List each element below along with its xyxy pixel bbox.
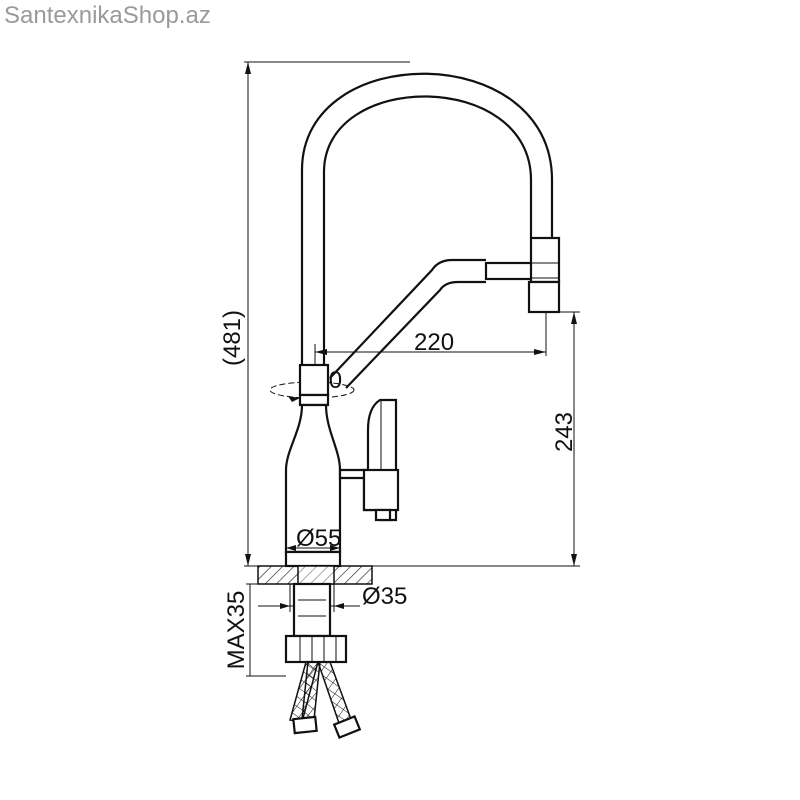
faucet-spout — [300, 72, 561, 389]
base-diameter-dimension: Ø55 — [284, 525, 341, 568]
hole-diameter-label: Ø35 — [362, 583, 407, 610]
countertop-section — [257, 565, 373, 585]
braided-hoses — [289, 660, 362, 740]
faucet-body — [284, 363, 400, 554]
base-diameter-label: Ø55 — [296, 525, 341, 552]
mounting-nut — [284, 582, 348, 664]
reach-dimension: 220 — [314, 312, 547, 372]
reach-label: 220 — [414, 329, 454, 356]
mounting-dimension: Ø35 MAX35 — [223, 583, 407, 677]
watermark-text: SantexnikaShop.az — [4, 2, 211, 29]
spout-height-label: 243 — [551, 412, 578, 452]
max-thickness-label: MAX35 — [223, 591, 250, 670]
total-height-label: (481) — [219, 310, 246, 366]
total-height-dimension: (481) — [219, 61, 410, 567]
